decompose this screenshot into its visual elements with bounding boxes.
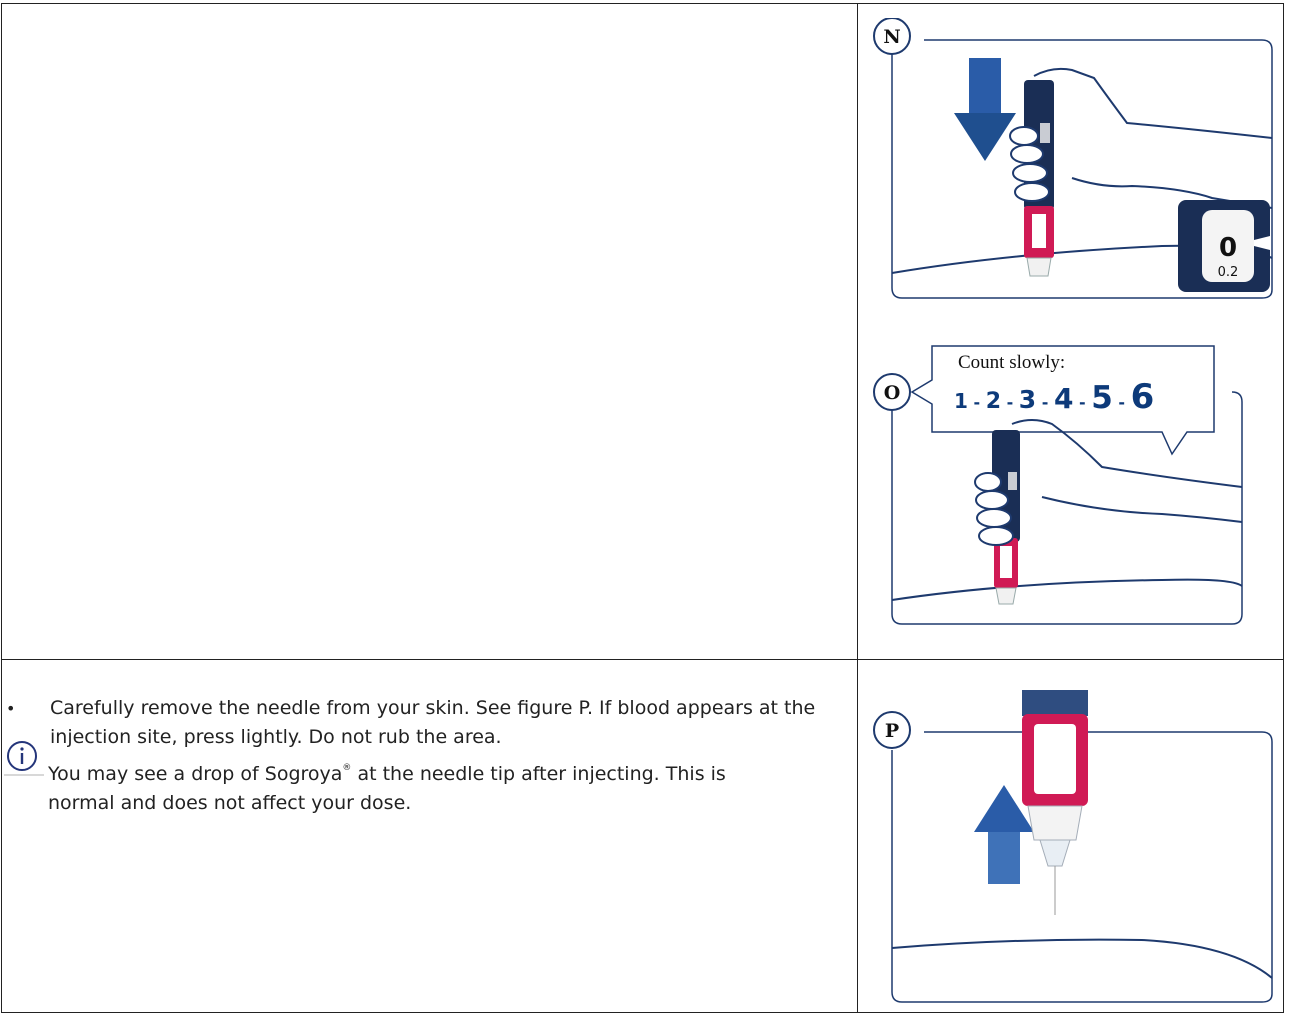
instruction-table xyxy=(1,3,1284,1013)
figure-n-letter: N xyxy=(883,26,900,48)
dose-dial-window: 0 0.2 xyxy=(1178,200,1270,292)
svg-text:0.2: 0.2 xyxy=(1218,265,1239,280)
count-number-3: 3 xyxy=(1019,385,1036,414)
info-line-2: normal and does not affect your dose. xyxy=(48,792,412,814)
count-number-6: 6 xyxy=(1131,377,1155,417)
row-divider xyxy=(2,659,1283,660)
figure-o-letter: O xyxy=(884,382,901,404)
instruction-text: • Carefully remove the needle from your … xyxy=(4,694,844,818)
count-label: Count slowly: xyxy=(958,352,1065,373)
count-numbers: 1 - 2 - 3 - 4 - 5 - 6 xyxy=(954,377,1154,417)
injection-pen-p xyxy=(1022,690,1088,915)
bullet: • xyxy=(6,699,16,718)
info-note: You may see a drop of Sogroya® at the ne… xyxy=(4,741,844,818)
count-number-1: 1 xyxy=(954,389,968,413)
up-arrow-icon xyxy=(974,785,1034,884)
count-number-4: 4 xyxy=(1054,382,1073,415)
count-number-5: 5 xyxy=(1091,380,1113,416)
figure-p-letter: P xyxy=(885,720,899,742)
svg-text:0: 0 xyxy=(1219,233,1237,263)
instruction-item: • Carefully remove the needle from your … xyxy=(4,694,844,752)
figure-n: N 0 0.2 xyxy=(873,18,1273,299)
count-number-2: 2 xyxy=(986,389,1001,414)
info-line-1: You may see a drop of Sogroya® at the ne… xyxy=(48,763,726,785)
instruction-body: Carefully remove the needle from your sk… xyxy=(50,697,816,748)
down-arrow-icon xyxy=(954,58,1016,161)
figure-o: O Count slowly: 1 - 2 - 3 - 4 - 5 - 6 xyxy=(873,345,1243,625)
figure-p: P xyxy=(873,690,1273,1003)
info-icon xyxy=(4,741,44,776)
column-divider xyxy=(857,4,858,1012)
